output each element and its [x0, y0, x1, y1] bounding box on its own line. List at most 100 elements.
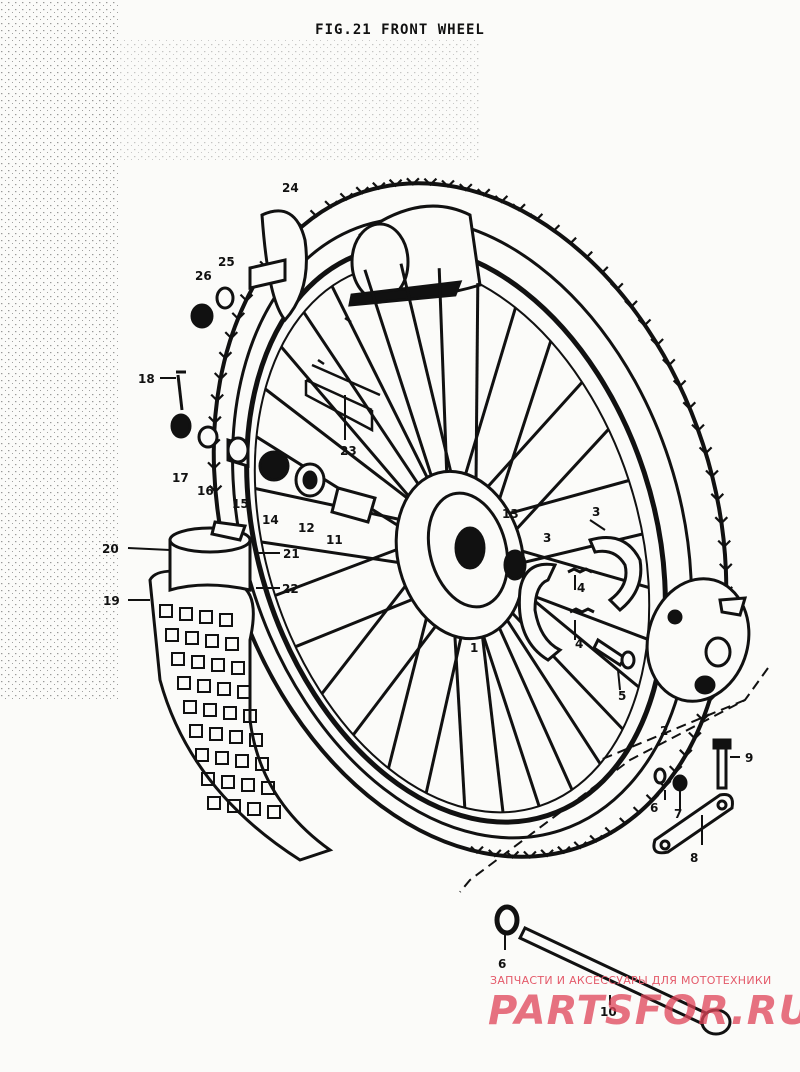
tread-knob	[505, 850, 520, 860]
tread-block	[201, 772, 215, 786]
tread-knob	[705, 469, 719, 479]
callout-25: 25	[218, 255, 235, 269]
tread-knob	[679, 749, 693, 758]
tread-knob	[610, 282, 624, 291]
callout-16: 16	[197, 484, 214, 498]
tread-knob	[441, 179, 455, 189]
tread-knob	[372, 181, 386, 191]
tread-knob	[540, 849, 554, 858]
callout-13: 13	[502, 507, 519, 521]
tread-knob	[579, 250, 593, 260]
callout-26: 26	[195, 269, 212, 283]
callout-19: 19	[103, 594, 120, 608]
tread-knob	[573, 841, 588, 850]
callout-2: 2	[660, 724, 668, 738]
leader-lines	[127, 377, 740, 1005]
tread-knob	[698, 446, 713, 455]
tread-knob	[231, 312, 246, 321]
tread-block	[215, 751, 229, 765]
tread-block	[223, 706, 237, 720]
tread-block	[185, 631, 199, 645]
tread-knob	[406, 177, 420, 186]
tread-knob	[239, 293, 254, 303]
callout-4a: 4	[577, 581, 585, 595]
callout-22: 22	[282, 582, 299, 596]
tread-knob	[309, 209, 324, 218]
tread-knob	[324, 200, 338, 209]
watermark-logo: PARTSFOR.RU	[488, 988, 800, 1034]
tread-knob	[717, 539, 731, 549]
tread-knob	[650, 338, 664, 347]
callout-18: 18	[138, 372, 155, 386]
brake-panel	[645, 577, 751, 703]
wheel-hub	[394, 469, 527, 641]
tread-knob	[688, 731, 702, 741]
tread-knob	[637, 318, 652, 328]
callout-6b: 6	[498, 957, 506, 971]
tread-block	[205, 634, 219, 648]
tread-knob	[529, 213, 544, 222]
tread-block	[229, 730, 243, 744]
tread-knob	[494, 195, 509, 204]
tread-knob	[546, 224, 561, 233]
tread-block	[237, 685, 251, 699]
callout-1: 1	[470, 641, 478, 655]
callout-9: 9	[745, 751, 753, 765]
tread-block	[221, 775, 235, 789]
tread-block	[255, 757, 269, 771]
tread-knob	[355, 186, 370, 195]
brake-cam	[592, 637, 636, 670]
tread-knob	[459, 183, 473, 192]
tread-block	[177, 676, 191, 690]
tread-block	[249, 733, 263, 747]
callout-4b: 4	[575, 637, 583, 651]
front-axle	[494, 904, 732, 1036]
tread-knob	[207, 461, 221, 470]
tread-knob	[224, 331, 239, 340]
tread-knob	[691, 423, 705, 433]
tread-block	[203, 703, 217, 717]
tread-block	[225, 637, 239, 651]
callout-20: 20	[102, 542, 119, 556]
callout-7: 7	[674, 807, 682, 821]
tire-tread	[207, 177, 733, 860]
callout-10: 10	[600, 1005, 617, 1019]
callout-6a: 6	[650, 801, 658, 815]
tread-knob	[512, 203, 526, 212]
tread-knob	[210, 393, 224, 403]
figure-title: FIG.21 FRONT WHEEL	[315, 22, 485, 38]
tread-block	[227, 799, 241, 813]
tread-block	[217, 682, 231, 696]
tread-block	[183, 700, 197, 714]
brake-springs	[567, 567, 595, 614]
tread-block	[261, 781, 275, 795]
scan-noise-top	[120, 40, 480, 160]
tread-knob	[668, 765, 683, 774]
tire-cutaway-tread	[159, 604, 281, 819]
speedometer-gear	[190, 209, 308, 329]
callout-17: 17	[172, 471, 189, 485]
callout-12: 12	[298, 521, 315, 535]
watermark-caption: ЗАПЧАСТИ И АКСЕССУАРЫ ДЛЯ МОТОТЕХНИКИ	[490, 974, 772, 987]
tread-knob	[595, 266, 609, 275]
tread-knob	[710, 493, 725, 502]
torque-arm	[652, 738, 734, 855]
callout-labels: 1 2 3 3 4 4 5 6 6 7 8 9 10 11 12 13 14 1…	[102, 181, 753, 1019]
tread-knob	[619, 817, 633, 826]
tread-knob	[557, 845, 571, 855]
tread-block	[165, 628, 179, 642]
tread-knob	[563, 236, 577, 246]
tread-knob	[208, 484, 223, 494]
rim-band	[168, 520, 252, 592]
callout-15: 15	[232, 497, 249, 511]
tread-knob	[662, 358, 676, 367]
callout-3a: 3	[543, 531, 551, 545]
tread-knob	[208, 415, 222, 425]
tread-knob	[624, 300, 638, 309]
tread-block	[191, 655, 205, 669]
tread-knob	[604, 826, 619, 836]
callout-8: 8	[690, 851, 698, 865]
tread-knob	[470, 845, 484, 855]
tread-block	[171, 652, 185, 666]
